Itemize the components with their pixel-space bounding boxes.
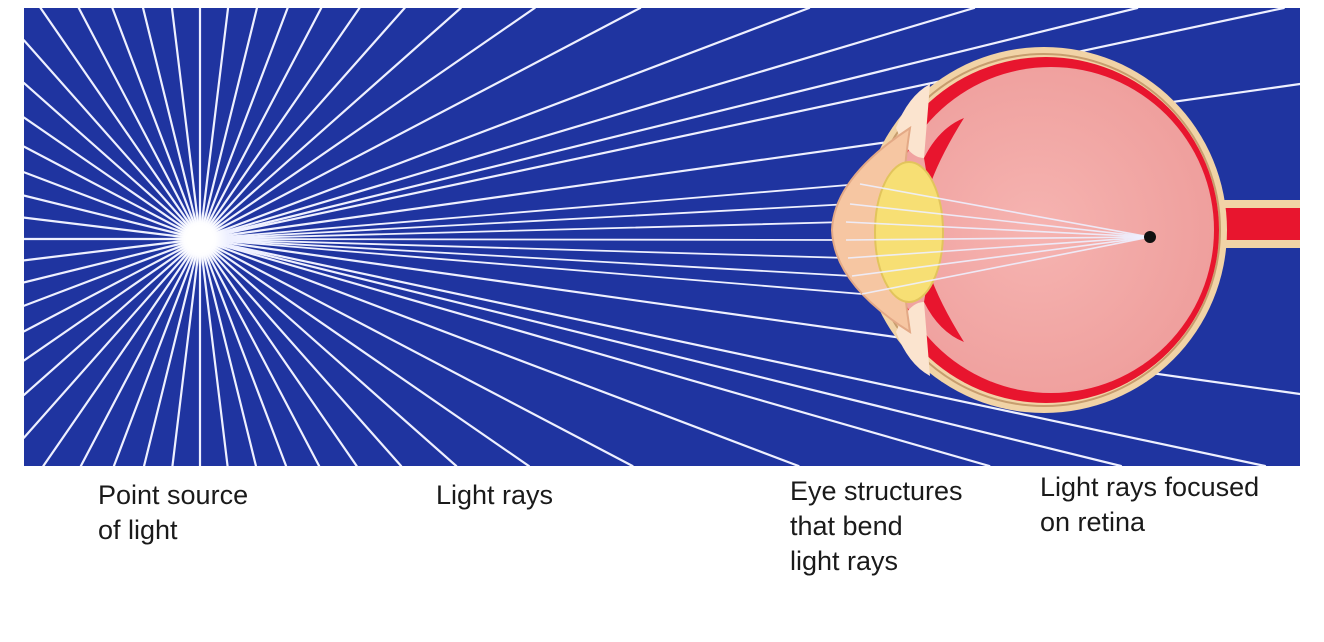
light-ray [171, 237, 202, 466]
refracted-rays [845, 183, 1151, 295]
light-ray [199, 221, 847, 240]
light-ray [198, 237, 258, 466]
caption-eye-structures: Eye structures that bend light rays [790, 474, 963, 579]
light-ray [199, 183, 861, 240]
light-ray [24, 237, 202, 397]
light-ray [198, 8, 811, 241]
light-ray [24, 171, 202, 241]
light-ray [24, 116, 202, 241]
caption-line: of light [98, 515, 178, 545]
light-ray [198, 8, 361, 241]
caption-line: light rays [790, 546, 899, 576]
light-ray [198, 237, 288, 466]
light-ray [198, 237, 358, 466]
light-ray [199, 238, 847, 241]
light-ray [24, 237, 202, 362]
light-ray [198, 237, 458, 466]
light-ray [198, 237, 321, 466]
refracted-ray [851, 236, 1151, 277]
light-ray [198, 237, 800, 466]
light-ray [198, 237, 1123, 466]
light-ray [198, 8, 462, 241]
light-ray [198, 237, 1267, 466]
light-ray [24, 194, 202, 241]
eye-cross-section-icon [830, 47, 1300, 413]
light-ray [198, 237, 530, 466]
light-ray [170, 8, 202, 241]
light-ray [198, 8, 289, 241]
light-ray [112, 237, 202, 466]
refracted-ray [849, 203, 1151, 238]
light-ray [199, 238, 853, 277]
light-ray [24, 237, 202, 284]
light-ray [198, 8, 406, 241]
caption-light-rays: Light rays [436, 478, 553, 513]
ciliary-lower [924, 272, 964, 342]
lens [874, 161, 944, 303]
light-ray [24, 81, 202, 241]
light-ray [198, 237, 403, 466]
light-ray [198, 8, 642, 241]
ciliary-upper [924, 118, 964, 188]
light-ray [199, 238, 849, 259]
light-ray [198, 8, 323, 241]
light-focusing-diagram [24, 8, 1300, 466]
refracted-ray [859, 183, 1151, 238]
light-ray [24, 237, 202, 439]
light-ray [142, 237, 202, 466]
light-ray [24, 237, 202, 307]
light-ray [198, 237, 229, 466]
caption-line: that bend [790, 511, 903, 541]
refracted-ray [847, 236, 1151, 259]
light-ray [24, 216, 202, 241]
light-ray [39, 8, 202, 241]
light-ray [24, 145, 202, 241]
focal-point-on-retina [1144, 231, 1156, 243]
light-ray [198, 8, 230, 241]
refracted-ray [845, 236, 1151, 241]
light-ray [198, 237, 991, 466]
light-ray [198, 8, 1285, 241]
light-ray [111, 8, 202, 241]
caption-line: Eye structures [790, 476, 963, 506]
light-ray [199, 203, 851, 240]
light-ray [198, 8, 536, 241]
refracted-ray [861, 236, 1151, 295]
light-ray [198, 8, 259, 241]
caption-line: Light rays [436, 480, 554, 510]
light-ray [42, 237, 202, 466]
light-ray [79, 237, 202, 466]
caption-line: Point source [98, 480, 249, 510]
light-ray [24, 39, 202, 241]
light-ray [77, 8, 202, 241]
light-ray [24, 237, 202, 262]
light-ray [198, 237, 634, 466]
caption-line: on retina [1040, 507, 1146, 537]
light-ray [199, 238, 863, 295]
refracted-ray [845, 221, 1151, 238]
light-ray [198, 8, 976, 241]
caption-focused-on-retina: Light rays focused on retina [1040, 470, 1259, 540]
light-ray [198, 8, 1139, 241]
light-ray [141, 8, 202, 241]
light-rays [24, 8, 1300, 466]
caption-line: Light rays focused [1040, 472, 1260, 502]
light-source-core [186, 225, 214, 253]
vitreous-body [888, 67, 1214, 393]
caption-point-source: Point source of light [98, 478, 248, 548]
light-ray [24, 237, 202, 333]
